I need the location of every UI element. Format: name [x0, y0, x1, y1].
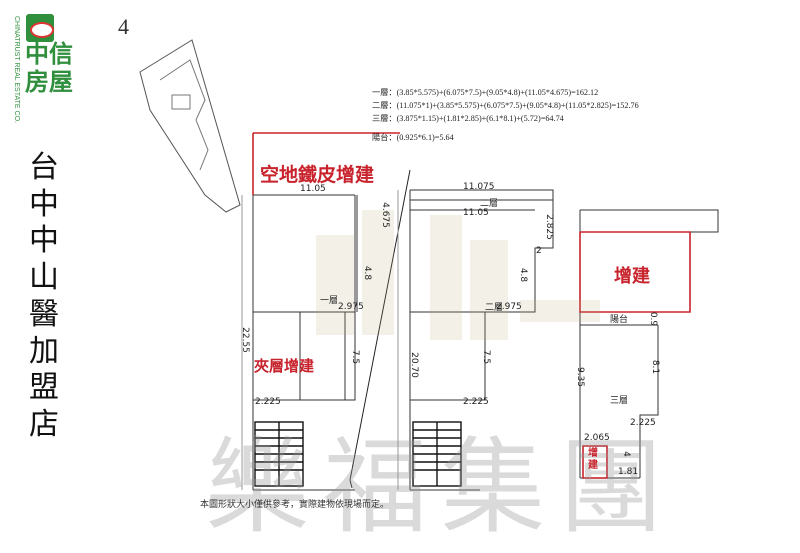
- title-char: 山: [29, 260, 59, 296]
- floor1-label: 一層: [320, 296, 339, 306]
- dim-4-675: 4.675: [379, 202, 390, 228]
- disclaimer-note: 本圖形狀大小僅供參考，實際建物依現場而定。: [200, 500, 390, 510]
- dim-22-55: 22.55: [239, 327, 250, 353]
- stairs-left: [254, 421, 304, 487]
- dim-9-35: 9.35: [575, 366, 586, 388]
- floor2-label-bottom: 二層: [485, 303, 504, 313]
- dim-7-5-mid: 7.5: [481, 349, 492, 365]
- small-extension-outline: [582, 445, 608, 479]
- dim-11-05-mid: 11.05: [463, 208, 489, 218]
- dim-2-975-mid: 2.975: [496, 302, 522, 312]
- dim-2-825: 2.825: [543, 214, 554, 240]
- dim-11-05: 11.05: [300, 184, 326, 194]
- mezzanine-extension-label: 夾層增建: [254, 357, 315, 375]
- watermark-text: 樂福集團: [205, 426, 678, 548]
- dim-11-075: 11.075: [463, 182, 495, 192]
- brand-logo: CHINATRUST REAL ESTATE CO. 中信房屋: [10, 14, 90, 134]
- title-char: 中: [29, 223, 59, 259]
- extension-label: 增建: [614, 266, 650, 287]
- floor2-label-top: 二層: [480, 199, 499, 209]
- title-char: 店: [29, 406, 59, 442]
- dim-20-70: 20.70: [408, 352, 419, 378]
- dim-4: 4: [620, 451, 631, 457]
- dim-2-225-right: 2.225: [630, 418, 656, 428]
- floor2-plan: [397, 189, 554, 491]
- dim-1-81: 1.81: [618, 467, 639, 477]
- formula-balcony: 陽台：(0.925*6.1)=5.64: [372, 133, 454, 142]
- brand-english: CHINATRUST REAL ESTATE CO.: [13, 16, 20, 123]
- title-char: 醫: [29, 296, 59, 332]
- dim-2-065: 2.065: [584, 433, 610, 443]
- dim-2-975: 2.975: [338, 302, 364, 312]
- title-char: 中: [29, 186, 59, 222]
- dim-7-5: 7.5: [350, 349, 361, 365]
- formula-floor2: 二層：(11.075*1)+(3.85*5.575)+(6.075*7.5)+(…: [372, 101, 639, 110]
- formula-floor1: 一層：(3.85*5.575)+(6.075*7.5)+(9.05*4.8)+(…: [372, 88, 599, 97]
- dim-2-225: 2.225: [255, 397, 281, 407]
- floor3-label: 三層: [610, 396, 629, 406]
- dim-4-8: 4.8: [362, 265, 373, 281]
- dim-0-9: 0.9: [648, 311, 659, 327]
- title-char: 盟: [29, 370, 59, 406]
- brand-name: 中信房屋: [25, 40, 73, 96]
- small-extension-label: 增建: [588, 448, 598, 471]
- dim-2: 2: [536, 246, 542, 256]
- balcony-label: 陽台: [610, 315, 629, 325]
- stairs-middle: [412, 421, 462, 487]
- formula-floor3: 三層：(3.875*1.15)+(1.81*2.85)+(6.1*8.1)+(5…: [372, 114, 564, 123]
- dim-8-1: 8.1: [650, 359, 661, 375]
- brand-mark-icon: [26, 14, 54, 42]
- title-char: 台: [29, 150, 59, 185]
- floor1-plan: [241, 133, 358, 491]
- extension-outline: [579, 231, 691, 313]
- watermark-logo-shape: [316, 210, 600, 340]
- page-number: 4: [118, 14, 129, 39]
- dim-2-225-mid: 2.225: [463, 397, 489, 407]
- location-sketch: [139, 39, 241, 213]
- store-title: 台 中 中 山 醫 加 盟 店: [26, 150, 62, 444]
- title-char: 加: [29, 333, 59, 369]
- yard-extension-label: 空地鐵皮增建: [260, 164, 375, 186]
- dim-4-8-mid: 4.8: [518, 267, 529, 283]
